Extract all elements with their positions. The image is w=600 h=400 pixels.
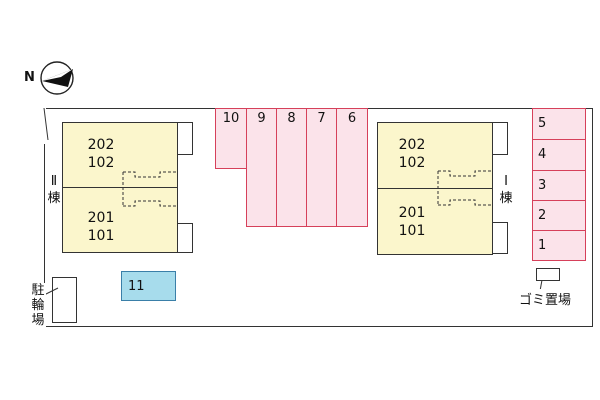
garbage-area-label: ゴミ置場 [518,289,573,308]
compass: N [22,60,78,96]
bicycle-parking-label-3: 場 [30,313,46,328]
building-ii-label-2: 棟 [47,191,61,206]
room-label: 102 [398,155,426,171]
room-label: 102 [87,155,115,171]
building-i-balcony-top [492,122,508,155]
room-label: 201 [87,210,115,226]
parking-space-2: 2 [532,200,586,231]
parking-space-number: 11 [128,279,145,294]
building-ii-balcony-bottom [177,223,193,253]
bicycle-parking-shed [52,277,77,323]
bicycle-parking-label-2: 輪 [30,298,46,313]
room-label: 101 [398,223,426,239]
building-ii-label-1: Ⅱ [50,174,58,189]
north-arrow-icon [40,61,74,95]
room-label: 101 [87,228,115,244]
building-i-label-2: 棟 [499,191,513,206]
bicycle-parking-label-1: 駐 [30,283,46,298]
parking-space-number: 10 [222,111,240,126]
room-label: 201 [398,205,426,221]
building-ii-divider [62,187,178,188]
parking-space-number: 1 [538,238,547,253]
garbage-station [536,268,560,281]
building-i: 202 102 201 101 [377,122,493,255]
building-i-divider [377,188,493,189]
parking-space-number: 6 [347,111,357,126]
building-ii-balcony-top [177,122,193,155]
parking-space-number: 5 [538,116,547,131]
parking-space-5: 5 [532,108,586,140]
room-label: 202 [87,137,115,153]
compass-north-label: N [24,70,35,85]
building-i-stair-outline [437,170,492,206]
parking-space-8: 8 [276,108,307,227]
room-label: 202 [398,137,426,153]
parking-space-11: 11 [121,271,176,301]
parking-space-number: 7 [317,111,326,126]
parking-space-4: 4 [532,139,586,171]
parking-space-number: 3 [538,178,547,193]
parking-space-1: 1 [532,230,586,261]
parking-space-number: 4 [538,147,547,162]
parking-space-number: 2 [538,208,547,223]
parking-space-10: 10 [215,108,247,169]
building-i-label-1: Ⅰ [504,174,508,189]
parking-space-7: 7 [306,108,337,227]
building-i-balcony-bottom [492,222,508,254]
building-ii: 202 102 201 101 [62,122,178,253]
parking-space-3: 3 [532,170,586,201]
parking-space-number: 9 [257,111,266,126]
parking-space-9: 9 [246,108,277,227]
parking-space-6: 6 [336,108,368,227]
parking-space-number: 8 [287,111,296,126]
site-boundary-cut [40,104,49,144]
building-ii-stair-outline [122,171,177,207]
